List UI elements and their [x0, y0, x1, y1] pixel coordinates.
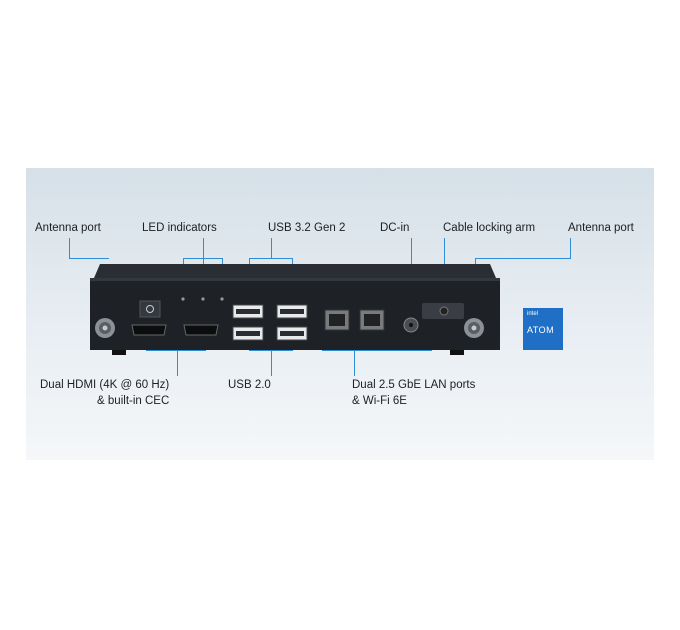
label-antenna-port-right: Antenna port: [568, 222, 634, 234]
label-dual-lan-line2: & Wi-Fi 6E: [352, 395, 407, 407]
leader-antenna-right: [475, 258, 571, 259]
label-dual-hdmi-line2: & built-in CEC: [97, 395, 170, 407]
leader-led-drop2: [203, 238, 204, 270]
power-button-icon: [139, 300, 161, 318]
label-dual-hdmi: Dual HDMI (4K @ 60 Hz) & built-in CEC: [40, 377, 169, 409]
cable-locking-arm-icon: [422, 303, 464, 319]
usb32-port-2-icon: [276, 304, 308, 319]
leader-antenna-left-h: [69, 258, 109, 259]
label-dc-in: DC-in: [380, 222, 410, 234]
lan-port-1-icon: [324, 309, 350, 331]
badge-brand-text: intel: [527, 311, 539, 317]
usb32-port-1-icon: [232, 304, 264, 319]
leader-usb32-left: [249, 258, 250, 270]
leader-antenna-right-v: [570, 238, 571, 259]
label-cable-locking-arm: Cable locking arm: [443, 222, 536, 234]
leader-led-drop3: [222, 258, 223, 270]
product-callout-panel: Antenna port LED indicators USB 3.2 Gen …: [26, 168, 654, 460]
leader-usb32-right: [292, 258, 293, 270]
intel-atom-badge: intel ATOM: [523, 308, 563, 350]
label-usb20: USB 2.0: [228, 379, 271, 391]
label-dual-lan-line1: Dual 2.5 GbE LAN ports: [352, 379, 476, 391]
label-antenna-port-left: Antenna port: [35, 222, 101, 234]
leader-antenna-left: [69, 238, 70, 259]
leader-usb20-v: [271, 350, 272, 376]
label-dual-hdmi-line1: Dual HDMI (4K @ 60 Hz): [40, 379, 170, 391]
leader-antenna-right-drop: [475, 258, 476, 312]
leader-hdmi-v: [177, 350, 178, 376]
badge-product-text: ATOM: [527, 325, 555, 335]
hdmi-port-2-icon: [183, 324, 219, 336]
leader-usb32: [249, 258, 293, 259]
leader-cable-lock: [444, 238, 445, 308]
leader-lan-v: [354, 350, 355, 376]
label-led-indicators: LED indicators: [142, 222, 217, 234]
leader-led-drop1: [183, 258, 184, 270]
lan-port-2-icon: [359, 309, 385, 331]
leader-hdmi-h: [146, 350, 206, 351]
leader-dcin: [411, 238, 412, 312]
usb20-port-2-icon: [276, 326, 308, 341]
leader-usb32-stem: [271, 238, 272, 258]
dc-in-icon: [403, 317, 419, 333]
label-usb32-gen2: USB 3.2 Gen 2: [268, 222, 346, 234]
leader-lan-h: [322, 350, 432, 351]
faded-header-fragment: [140, 28, 146, 54]
hdmi-port-1-icon: [131, 324, 167, 336]
label-dual-lan: Dual 2.5 GbE LAN ports & Wi-Fi 6E: [352, 377, 475, 409]
antenna-port-left-icon: [95, 318, 115, 338]
antenna-port-right-icon: [464, 318, 484, 338]
usb20-port-1-icon: [232, 326, 264, 341]
